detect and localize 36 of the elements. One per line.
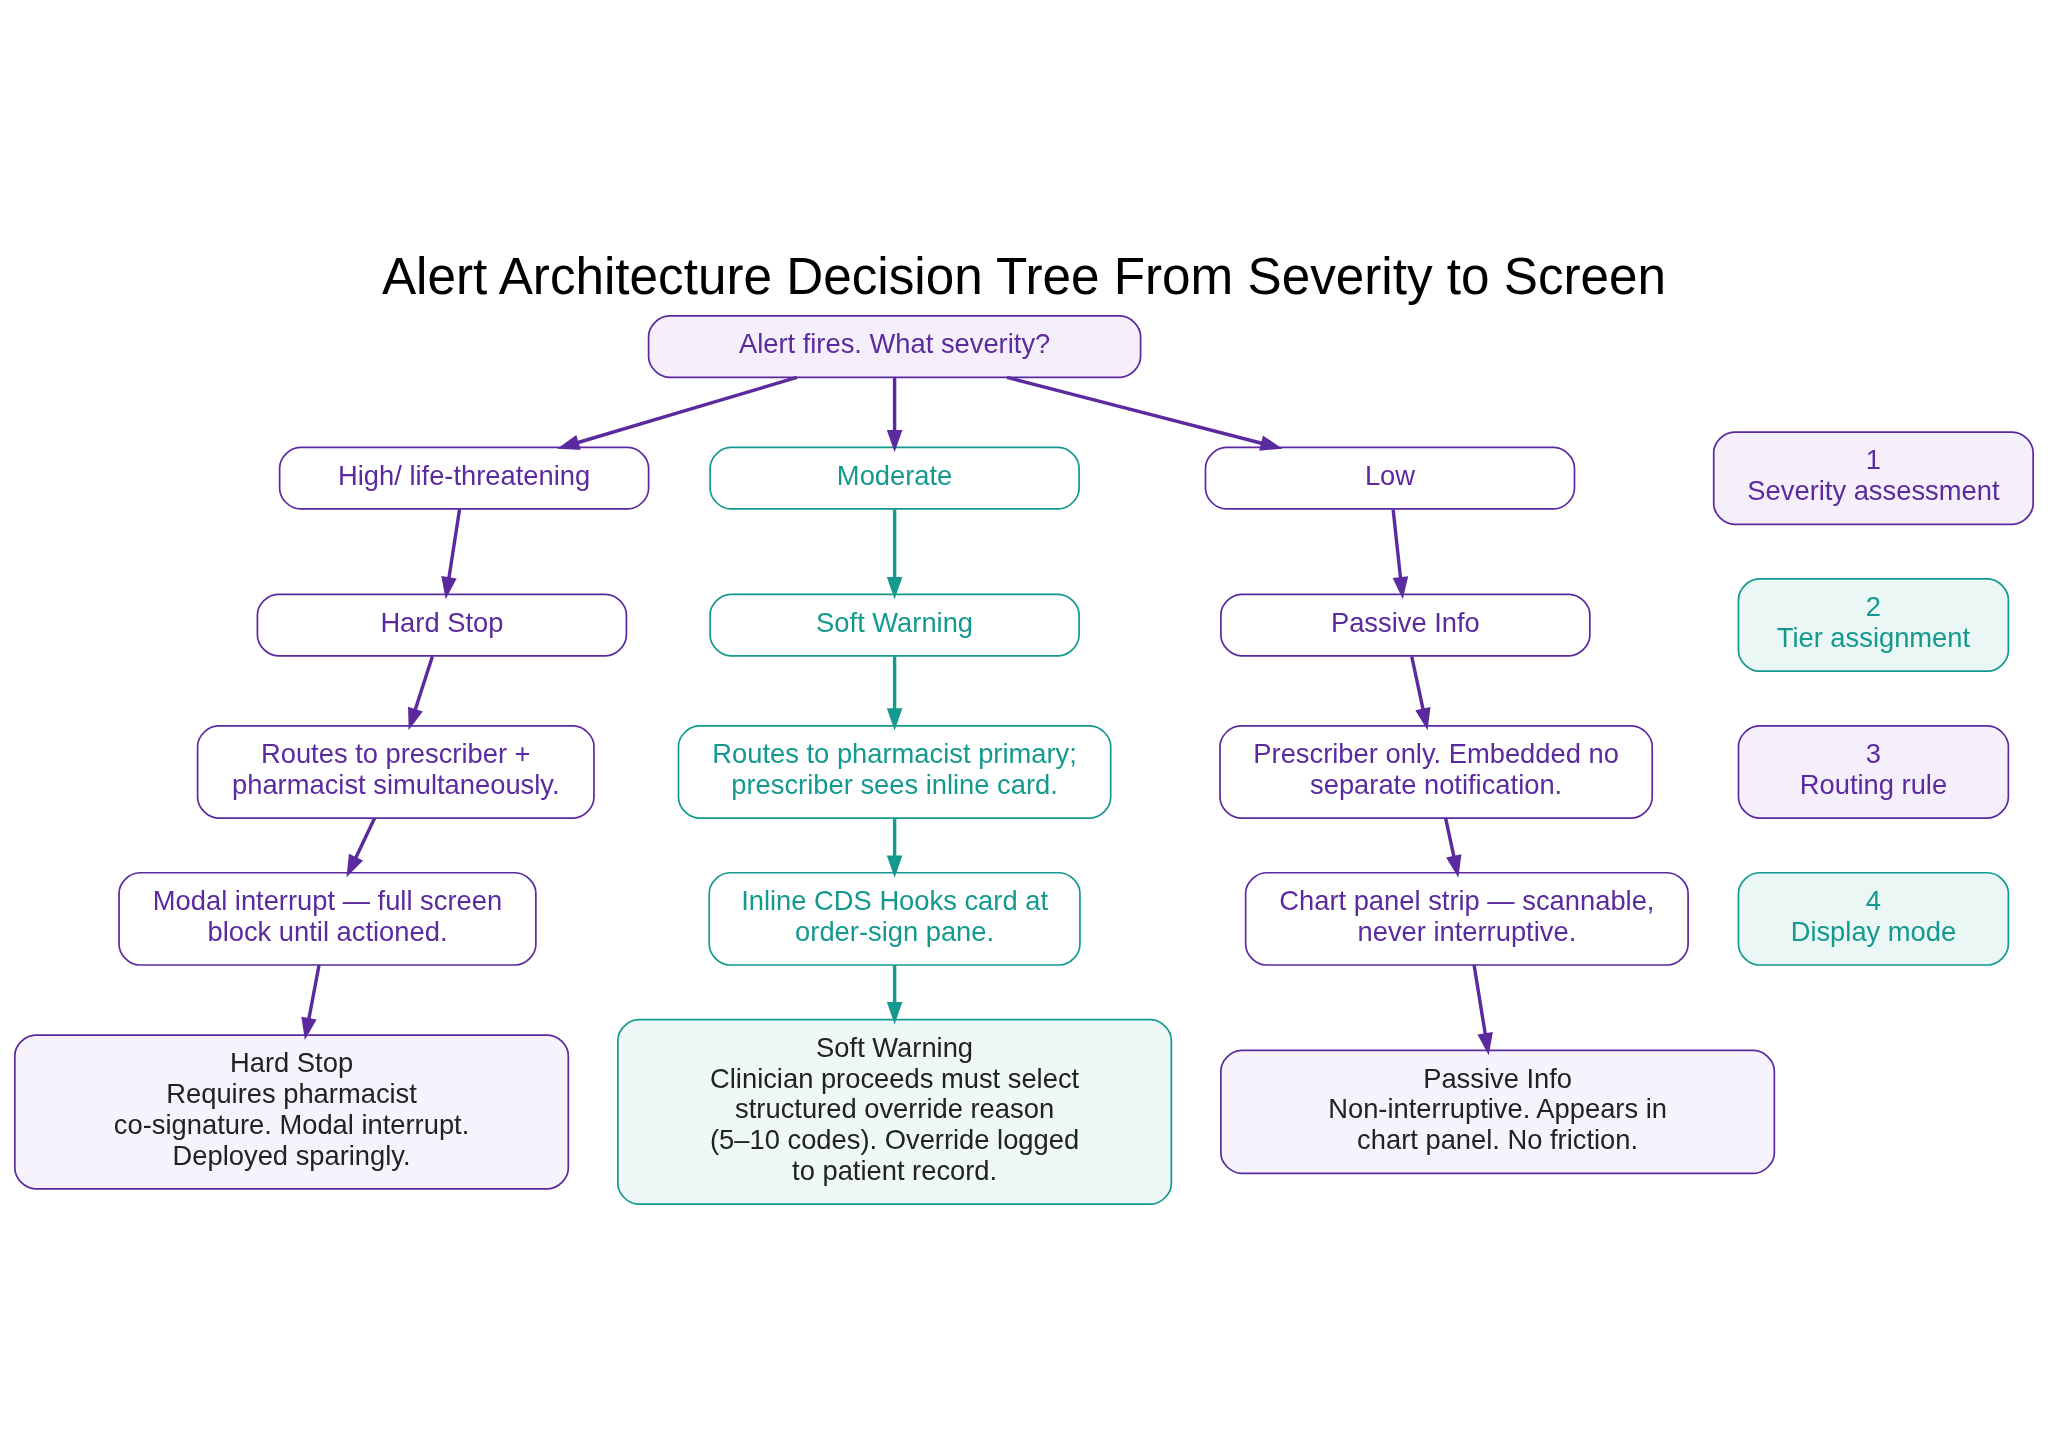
node-box: 4 Display mode bbox=[1737, 871, 2010, 966]
arrow bbox=[886, 509, 903, 599]
node-box: 2 Tier assignment bbox=[1737, 577, 2010, 672]
arrow bbox=[441, 508, 462, 599]
arrow bbox=[557, 375, 798, 450]
arrow bbox=[1410, 655, 1431, 730]
arrow bbox=[346, 817, 377, 877]
node-box: Passive Info bbox=[1220, 592, 1591, 657]
node-box: Inline CDS Hooks card at order-sign pane. bbox=[708, 871, 1081, 966]
node-box: High/ life-threatening bbox=[278, 446, 650, 510]
arrow bbox=[886, 817, 903, 878]
arrow bbox=[886, 964, 903, 1024]
diagram-title: Alert Architecture Decision Tree From Severity to Screen bbox=[381, 247, 1667, 305]
arrow bbox=[408, 655, 434, 730]
node-box: Soft Warning Clinician proceeds must select structured override reason (5–10 codes). Override logged to patient record. bbox=[617, 1018, 1173, 1205]
arrow bbox=[886, 376, 903, 452]
node-box: Hard Stop bbox=[256, 592, 628, 657]
arrow bbox=[1444, 817, 1462, 878]
node-box: Prescriber only. Embedded no separate notification. bbox=[1219, 724, 1654, 819]
node-box: Low bbox=[1204, 446, 1576, 510]
arrow bbox=[301, 964, 321, 1040]
node-box: 3 Routing rule bbox=[1737, 724, 2010, 819]
arrow bbox=[1472, 964, 1493, 1055]
arrow bbox=[1391, 508, 1409, 599]
node-box: Passive Info Non-interruptive. Appears in chart panel. No friction. bbox=[1220, 1049, 1776, 1174]
node-box: Routes to prescriber + pharmacist simultaneously. bbox=[196, 724, 595, 819]
node-box: Chart panel strip — scannable, never interruptive. bbox=[1244, 871, 1689, 966]
node-box: Soft Warning bbox=[709, 592, 1080, 657]
arrow bbox=[886, 656, 903, 730]
node-box: 1 Severity assessment bbox=[1712, 430, 2034, 525]
arrow bbox=[1006, 375, 1283, 451]
node-box: Hard Stop Requires pharmacist co-signature. Modal interrupt. Deployed sparingly. bbox=[14, 1033, 570, 1190]
node-box: Moderate bbox=[709, 446, 1080, 510]
node-box: Modal interrupt — full screen block until actioned. bbox=[118, 871, 537, 966]
node-box: Alert fires. What severity? bbox=[647, 314, 1142, 378]
node-box: Routes to pharmacist primary; prescriber sees inline card. bbox=[677, 724, 1112, 819]
